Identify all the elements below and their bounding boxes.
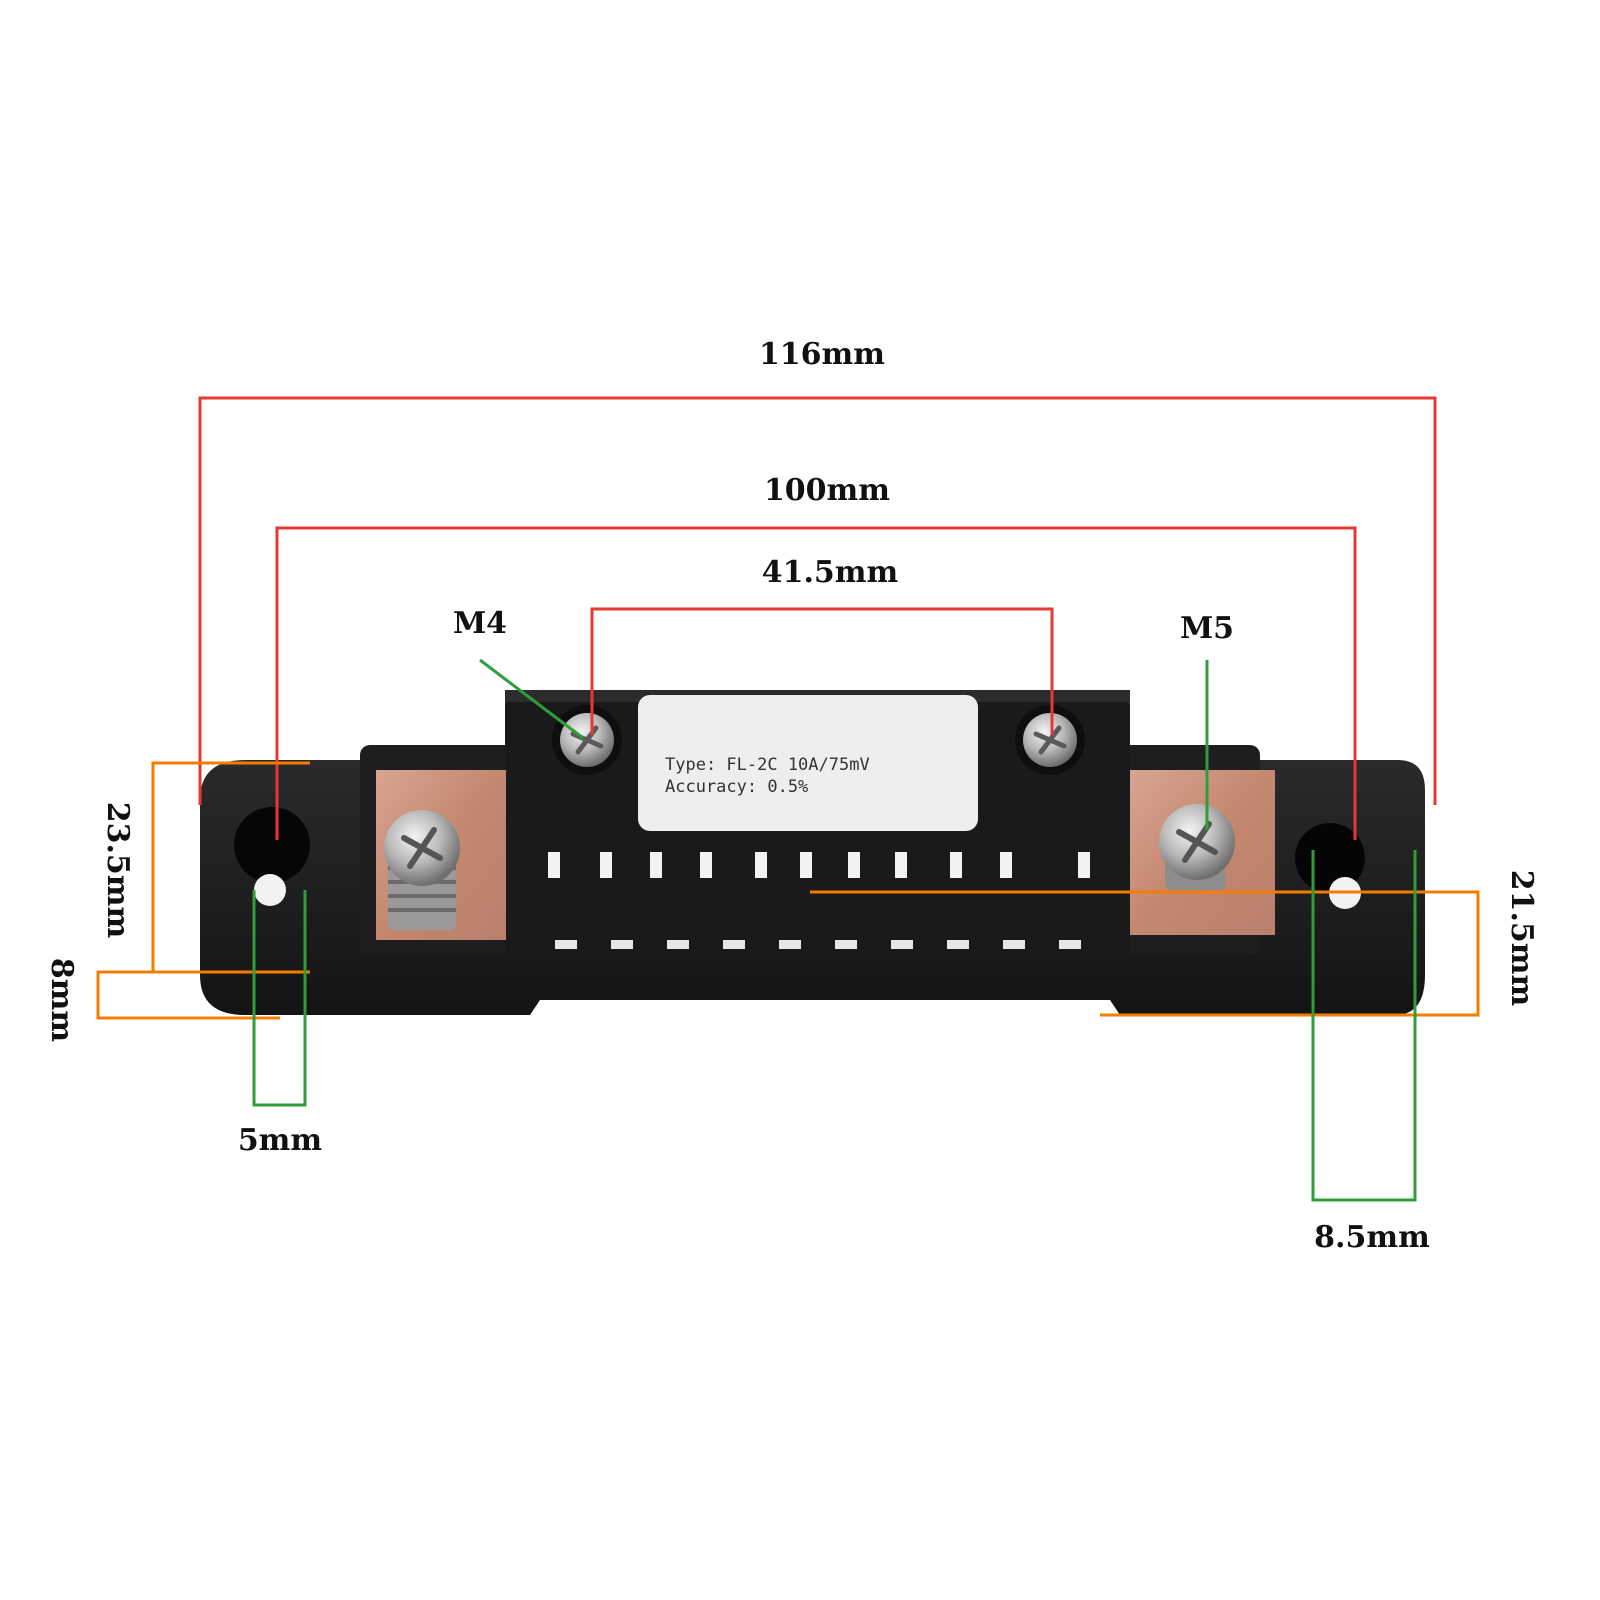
left-large-hole <box>234 807 310 883</box>
lower-slot-row <box>555 940 1081 949</box>
hole-dimensions <box>252 658 1417 1202</box>
vent-slot <box>555 940 577 949</box>
terminal-slot <box>650 852 662 878</box>
base-thickness-label: 8mm <box>44 958 79 1043</box>
left-small-hole <box>254 874 286 906</box>
m4-screw-right <box>1015 705 1085 775</box>
base-thickness-dimension-line <box>96 970 310 1020</box>
vent-slot <box>891 940 913 949</box>
base-height-label: 23.5mm <box>100 802 135 939</box>
vent-slot <box>1003 940 1025 949</box>
large-hole-label: 8.5mm <box>1314 1220 1430 1255</box>
m5-screw-left <box>384 810 460 930</box>
vent-slot <box>835 940 857 949</box>
terminal-slot <box>848 852 860 878</box>
terminal-slot <box>1078 852 1090 878</box>
vent-slot <box>723 940 745 949</box>
vent-slot <box>1059 940 1081 949</box>
width-dimensions <box>198 396 1437 840</box>
nameplate-type: Type: FL-2C 10A/75mV <box>665 755 870 775</box>
m4-screw-left <box>552 705 622 775</box>
terminal-spacing-label: 41.5mm <box>762 555 899 590</box>
terminal-spacing-dimension-line <box>590 607 1054 735</box>
terminal-slot <box>950 852 962 878</box>
nameplate-accuracy: Accuracy: 0.5% <box>665 777 808 797</box>
overall-length-label: 116mm <box>759 337 885 372</box>
vent-slot <box>667 940 689 949</box>
m4-label: M4 <box>453 606 507 641</box>
small-hole-label: 5mm <box>238 1123 323 1158</box>
terminal-slot <box>1000 852 1012 878</box>
terminal-slot <box>548 852 560 878</box>
m5-label: M5 <box>1180 611 1234 646</box>
terminal-slot <box>895 852 907 878</box>
terminal-slot <box>755 852 767 878</box>
hole-spacing-dimension-line <box>275 526 1357 840</box>
body-height-label: 21.5mm <box>1504 870 1539 1007</box>
terminal-slot <box>600 852 612 878</box>
shunt-body: Type: FL-2C 10A/75mV Accuracy: 0.5% <box>200 690 1425 1015</box>
body-height-dimension-line <box>810 890 1480 1017</box>
vent-slot <box>779 940 801 949</box>
large-hole-dimension-line <box>1311 850 1417 1202</box>
terminal-slot <box>800 852 812 878</box>
small-hole-dimension-line <box>252 890 307 1107</box>
nameplate <box>638 695 978 831</box>
vent-slot <box>947 940 969 949</box>
hole-spacing-label: 100mm <box>764 473 890 508</box>
overall-length-dimension-line <box>198 396 1437 805</box>
m5-screw-right <box>1159 804 1235 890</box>
upper-slot-row <box>548 852 1090 878</box>
height-dimensions <box>96 761 1480 1020</box>
m4-leader-line <box>479 658 584 740</box>
vent-slot <box>611 940 633 949</box>
terminal-slot <box>700 852 712 878</box>
